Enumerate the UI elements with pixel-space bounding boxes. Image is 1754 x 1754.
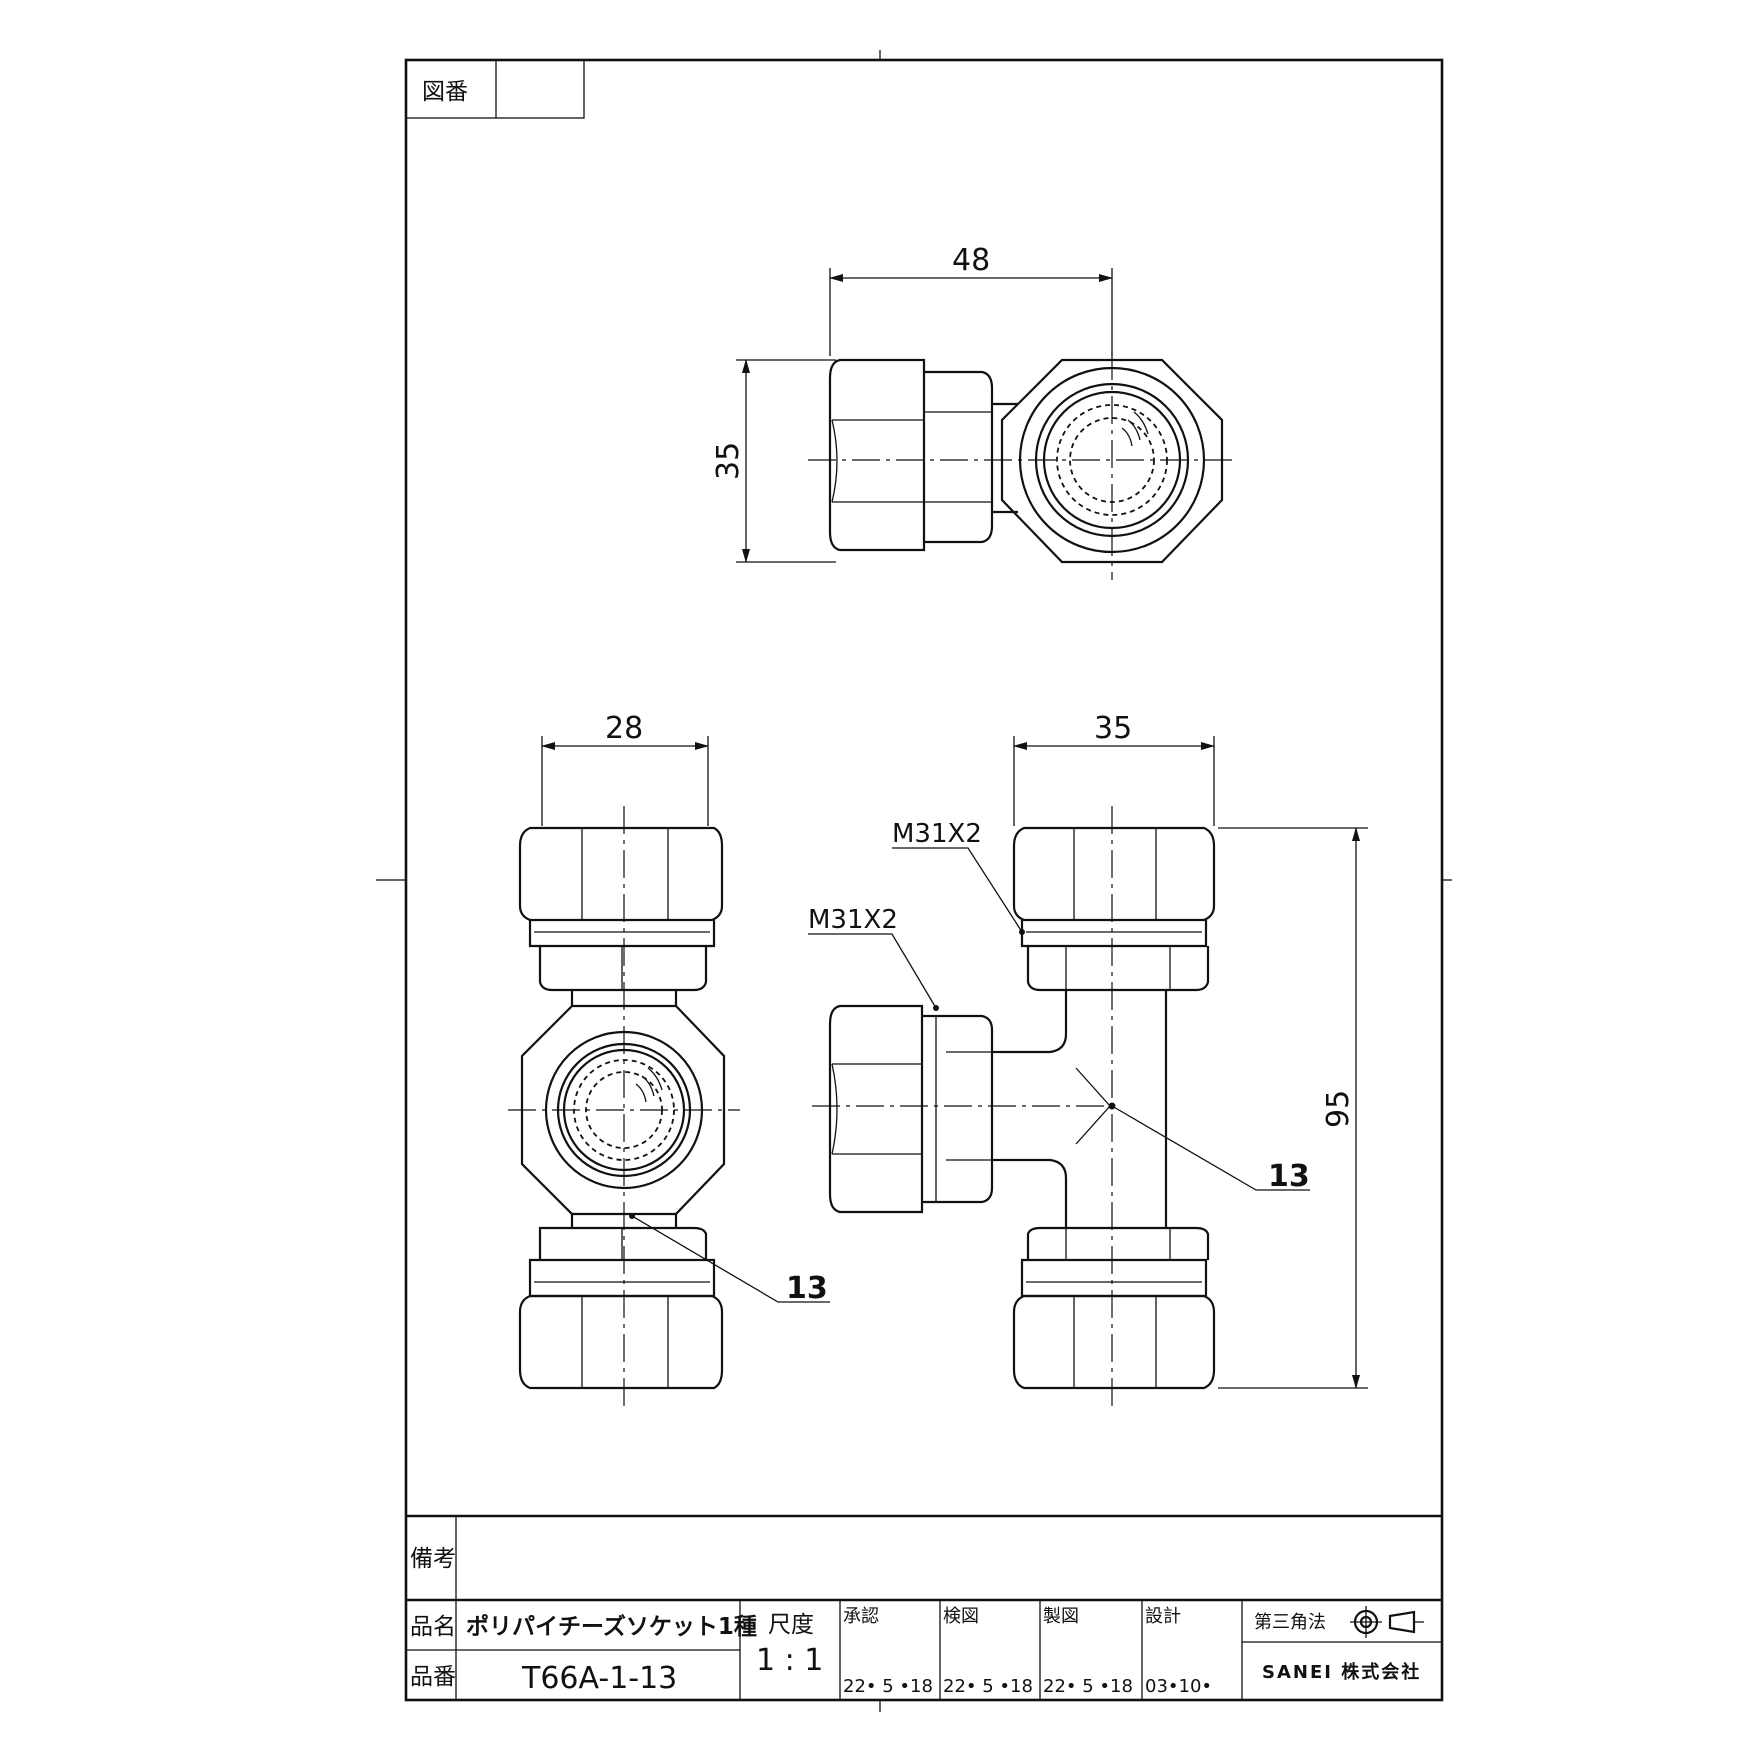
callout-thread-side: M31X2 [808, 905, 898, 935]
draw-label: 製図 [1043, 1606, 1079, 1627]
draw-date: 22• 5 •18 [1043, 1676, 1133, 1697]
left-view: 28 13 [508, 711, 830, 1412]
part-value: T66A-1-13 [521, 1661, 677, 1696]
dimension-front-height: 95 [1321, 1090, 1356, 1128]
third-angle-projection-icon [1350, 1606, 1424, 1638]
check-label: 検図 [943, 1606, 979, 1627]
scale-label: 尺度 [768, 1612, 814, 1638]
part-label: 品番 [410, 1664, 456, 1690]
approve-date: 22• 5 •18 [843, 1676, 933, 1697]
front-view: 35 95 M31X2 M31X2 13 [808, 711, 1368, 1412]
drawing-border [404, 58, 1444, 1702]
design-date: 03•10• [1145, 1676, 1212, 1697]
scale-value: 1 : 1 [756, 1643, 823, 1678]
dimension-top-width: 48 [952, 243, 990, 278]
drawing-number-box: 図番 [405, 59, 585, 119]
title-block: 備考 品名 ポリパイチーズソケット1種 品番 T66A-1-13 尺度 1 : … [406, 1514, 1442, 1700]
check-date: 22• 5 •18 [943, 1676, 1033, 1697]
drawing-number-label: 図番 [422, 79, 468, 105]
centering-marks [376, 50, 1452, 1712]
callout-size-left: 13 [786, 1271, 828, 1306]
design-label: 設計 [1145, 1606, 1181, 1627]
dimension-top-height: 35 [711, 442, 746, 480]
callout-size-front: 13 [1268, 1159, 1310, 1194]
projection-label: 第三角法 [1254, 1612, 1326, 1633]
callout-thread-upper: M31X2 [892, 819, 982, 849]
approve-label: 承認 [843, 1606, 879, 1627]
company-name: SANEI 株式会社 [1262, 1661, 1421, 1683]
name-label: 品名 [410, 1614, 456, 1640]
top-view: 48 35 [711, 243, 1236, 580]
remarks-label: 備考 [410, 1546, 456, 1572]
dimension-front-width: 35 [1094, 711, 1132, 746]
dimension-left-width: 28 [605, 711, 643, 746]
name-value: ポリパイチーズソケット1種 [466, 1613, 757, 1640]
